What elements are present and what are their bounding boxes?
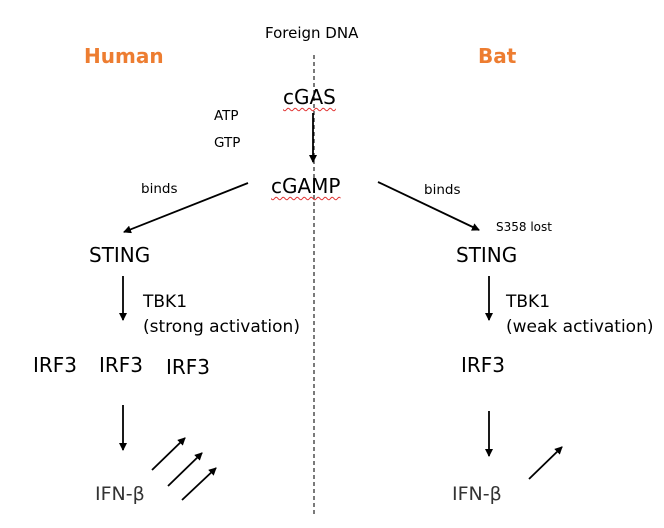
cgamp-node: cGAMP [271,176,341,196]
bat-tbk1-label: TBK1 [506,292,551,312]
bat-activation-label: (weak activation) [506,317,654,337]
atp-label: ATP [214,108,239,124]
bat-s358-lost-label: S358 lost [496,220,552,234]
bat-binds-label: binds [424,182,461,198]
human-irf3-2: IRF3 [99,353,144,377]
arrow-cgamp-to-human-sting [123,182,249,234]
human-irf3-1: IRF3 [33,353,78,377]
bat-ifnb-up-arrow-1 [528,446,563,480]
bat-irf3: IRF3 [461,353,506,377]
human-ifnb-up-arrow-3 [181,467,217,501]
bat-species-label: Bat [478,44,517,68]
human-tbk1-label: TBK1 [143,292,188,312]
cgas-label: cGAS [283,85,336,109]
foreign-dna-label: Foreign DNA [265,24,359,42]
bat-sting-node: STING [456,243,518,267]
human-species-label: Human [84,44,164,68]
human-ifnb-up-arrow-1 [151,437,186,471]
cgamp-label: cGAMP [271,174,341,198]
bat-ifnb-node: IFN-β [452,483,502,505]
human-ifnb-up-arrow-2 [167,452,203,487]
arrow-cgamp-to-bat-sting [377,181,480,231]
human-irf3-3: IRF3 [166,355,211,379]
human-activation-label: (strong activation) [143,317,300,337]
bat-ifnb-upregulation-arrows [528,446,563,480]
human-ifnb-upregulation-arrows [151,437,217,501]
human-binds-label: binds [141,181,178,197]
human-ifnb-node: IFN-β [95,483,145,505]
cgas-node: cGAS [283,87,336,107]
human-sting-node: STING [89,243,151,267]
gtp-label: GTP [214,135,241,151]
